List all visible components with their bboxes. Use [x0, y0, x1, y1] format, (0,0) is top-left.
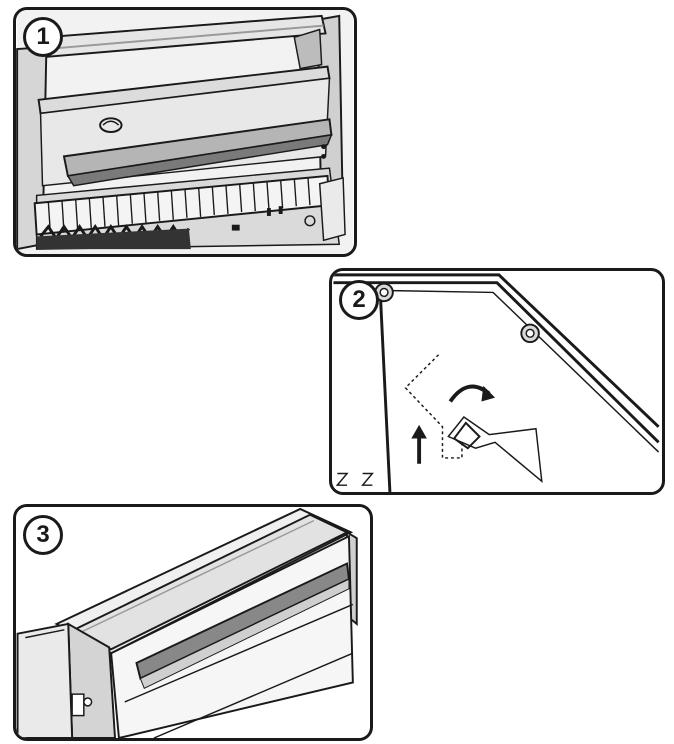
step-3-number: 3	[36, 521, 50, 548]
corner-marks	[335, 472, 374, 486]
bolt-icon	[520, 323, 540, 344]
step-1-panel: 1	[13, 7, 357, 257]
step-1-badge: 1	[23, 17, 63, 57]
step-2-panel: 2	[329, 268, 665, 495]
step-1-number: 1	[36, 23, 50, 50]
step-2-number: 2	[352, 286, 366, 313]
up-arrow-icon	[411, 424, 427, 464]
step-3-badge: 3	[23, 515, 63, 555]
step-1-illustration	[16, 10, 353, 254]
step-3-illustration	[16, 507, 369, 738]
step-2-badge: 2	[339, 280, 379, 320]
step-2-illustration	[333, 271, 661, 492]
rotate-arrow-icon	[448, 384, 496, 403]
step-3-panel: 3	[13, 504, 373, 741]
knob-icon	[71, 693, 93, 717]
